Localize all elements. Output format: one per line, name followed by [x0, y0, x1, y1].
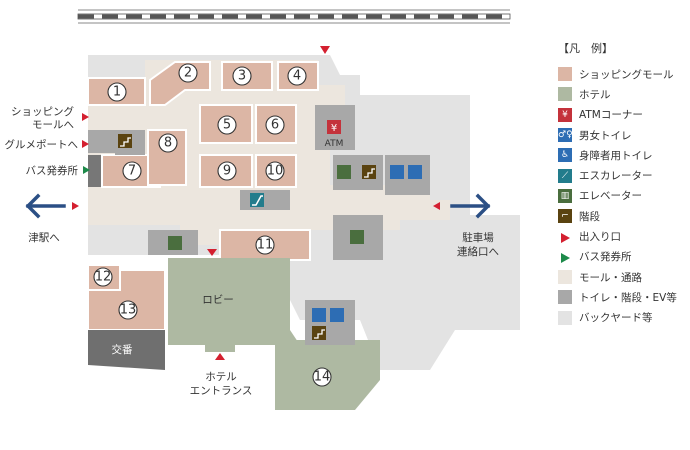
- legend: 【凡 例】 ショッピングモールホテル ¥ ATMコーナー ♂♀ 男女トイレ ♿ 身障者用トイ…: [558, 40, 688, 328]
- toilet-icon: ♂♀: [558, 128, 573, 143]
- legend-item-hotel: ホテル: [558, 84, 688, 104]
- bus-terminal-link[interactable]: バス発券所: [26, 164, 79, 177]
- legend-item-bus: バス発券所: [558, 247, 688, 267]
- legend-item-corridor: モール・通路: [558, 267, 688, 287]
- elevator-icon: [168, 236, 182, 250]
- corridor-icon: [558, 270, 572, 285]
- svg-text:¥: ¥: [331, 123, 337, 134]
- lobby-area: [168, 258, 300, 352]
- parking-link[interactable]: 駐車場連絡口へ: [457, 231, 499, 258]
- entrance-markers: [72, 46, 440, 360]
- legend-label: ATMコーナー: [579, 109, 643, 122]
- shop-number: 3: [238, 69, 246, 84]
- shop-number: 4: [293, 69, 301, 84]
- legend-item-stairs: ⌐ 階段: [558, 206, 688, 226]
- legend-item-elevator: ▥ エレベーター: [558, 186, 688, 206]
- accessible-toilet-icon: [408, 165, 422, 179]
- bus-desk-block: [88, 155, 102, 187]
- accessible-icon: ♿: [558, 148, 572, 163]
- legend-label: 階段: [579, 210, 600, 223]
- direction-arrows: [25, 193, 491, 219]
- bus-terminal-marker: [83, 166, 90, 174]
- legend-label: バス発券所: [579, 251, 632, 264]
- entrance-icon: [558, 230, 572, 244]
- facility-left: [88, 130, 118, 153]
- shop-icon: [558, 67, 572, 82]
- legend-label: ホテル: [579, 88, 611, 101]
- legend-label: モール・通路: [579, 271, 642, 284]
- police-box: [88, 330, 165, 370]
- tsu-station-link[interactable]: 津駅へ: [28, 232, 60, 244]
- legend-label: バックヤード等: [579, 312, 653, 325]
- atm-icon: ¥: [558, 107, 572, 122]
- lobby-label: ロビー: [202, 294, 234, 306]
- shop-number: 9: [223, 164, 231, 179]
- elevator-icon: [337, 165, 351, 179]
- shop-number: 8: [164, 136, 172, 151]
- legend-label: 身障者用トイレ: [579, 149, 653, 162]
- escalator-icon: ⟋: [558, 168, 572, 183]
- legend-item-shop: ショッピングモール: [558, 64, 688, 84]
- shop-number: 2: [184, 66, 192, 81]
- shop-number: 5: [223, 118, 231, 133]
- legend-item-backyard: バックヤード等: [558, 308, 688, 328]
- toilet-icon: [390, 165, 404, 179]
- atm-icon: [327, 120, 341, 134]
- shop-number: 14: [314, 370, 331, 385]
- facility-icon: [558, 290, 572, 305]
- shop-number: 12: [95, 270, 112, 285]
- hotel-entrance-link[interactable]: ホテルエントランス: [190, 371, 253, 397]
- shop-number: 1: [113, 85, 121, 100]
- toilet-icon: [312, 308, 326, 322]
- legend-label: 男女トイレ: [579, 129, 632, 142]
- legend-item-accessible: ♿ 身障者用トイレ: [558, 145, 688, 165]
- accessible-toilet-icon: [330, 308, 344, 322]
- legend-item-entrance: 出入り口: [558, 226, 688, 246]
- elevator-icon: ▥: [558, 188, 572, 203]
- map-icons: ¥ ATM: [118, 120, 422, 340]
- facility-blocks: [115, 105, 430, 345]
- legend-label: エスカレーター: [579, 170, 653, 183]
- hotel-icon: [558, 87, 572, 102]
- shop-number: 6: [271, 118, 279, 133]
- shopping-mall-link[interactable]: ショッピングモールへ: [11, 105, 74, 131]
- shop-number: 13: [120, 303, 137, 318]
- police-box-label: 交番: [112, 343, 133, 356]
- mall-corridor: [88, 60, 450, 245]
- atm-label: ATM: [325, 139, 344, 149]
- legend-title: 【凡 例】: [558, 42, 613, 55]
- bus-icon: [558, 250, 572, 264]
- legend-label: エレベーター: [579, 190, 642, 203]
- legend-label: ショッピングモール: [579, 68, 674, 81]
- stairs-icon: ⌐: [558, 209, 572, 224]
- shop-8: [147, 129, 187, 186]
- elevator-icon: [350, 230, 364, 244]
- shop-number: 7: [128, 164, 136, 179]
- shop-number: 10: [267, 164, 284, 179]
- shop-numbers: 1 2 3 4 5 6 7 8 9 10 11 12 13 14: [93, 63, 332, 387]
- railway: [77, 9, 511, 24]
- legend-label: トイレ・階段・EV等: [579, 291, 677, 304]
- legend-item-facility: トイレ・階段・EV等: [558, 287, 688, 307]
- legend-item-atm: ¥ ATMコーナー: [558, 105, 688, 125]
- legend-item-escalator: ⟋ エスカレーター: [558, 165, 688, 185]
- gourmet-port-link[interactable]: グルメポートへ: [5, 138, 79, 151]
- legend-item-toilet: ♂♀ 男女トイレ: [558, 125, 688, 145]
- shop-number: 11: [257, 238, 274, 253]
- backyard-icon: [558, 310, 572, 325]
- legend-label: 出入り口: [579, 231, 621, 244]
